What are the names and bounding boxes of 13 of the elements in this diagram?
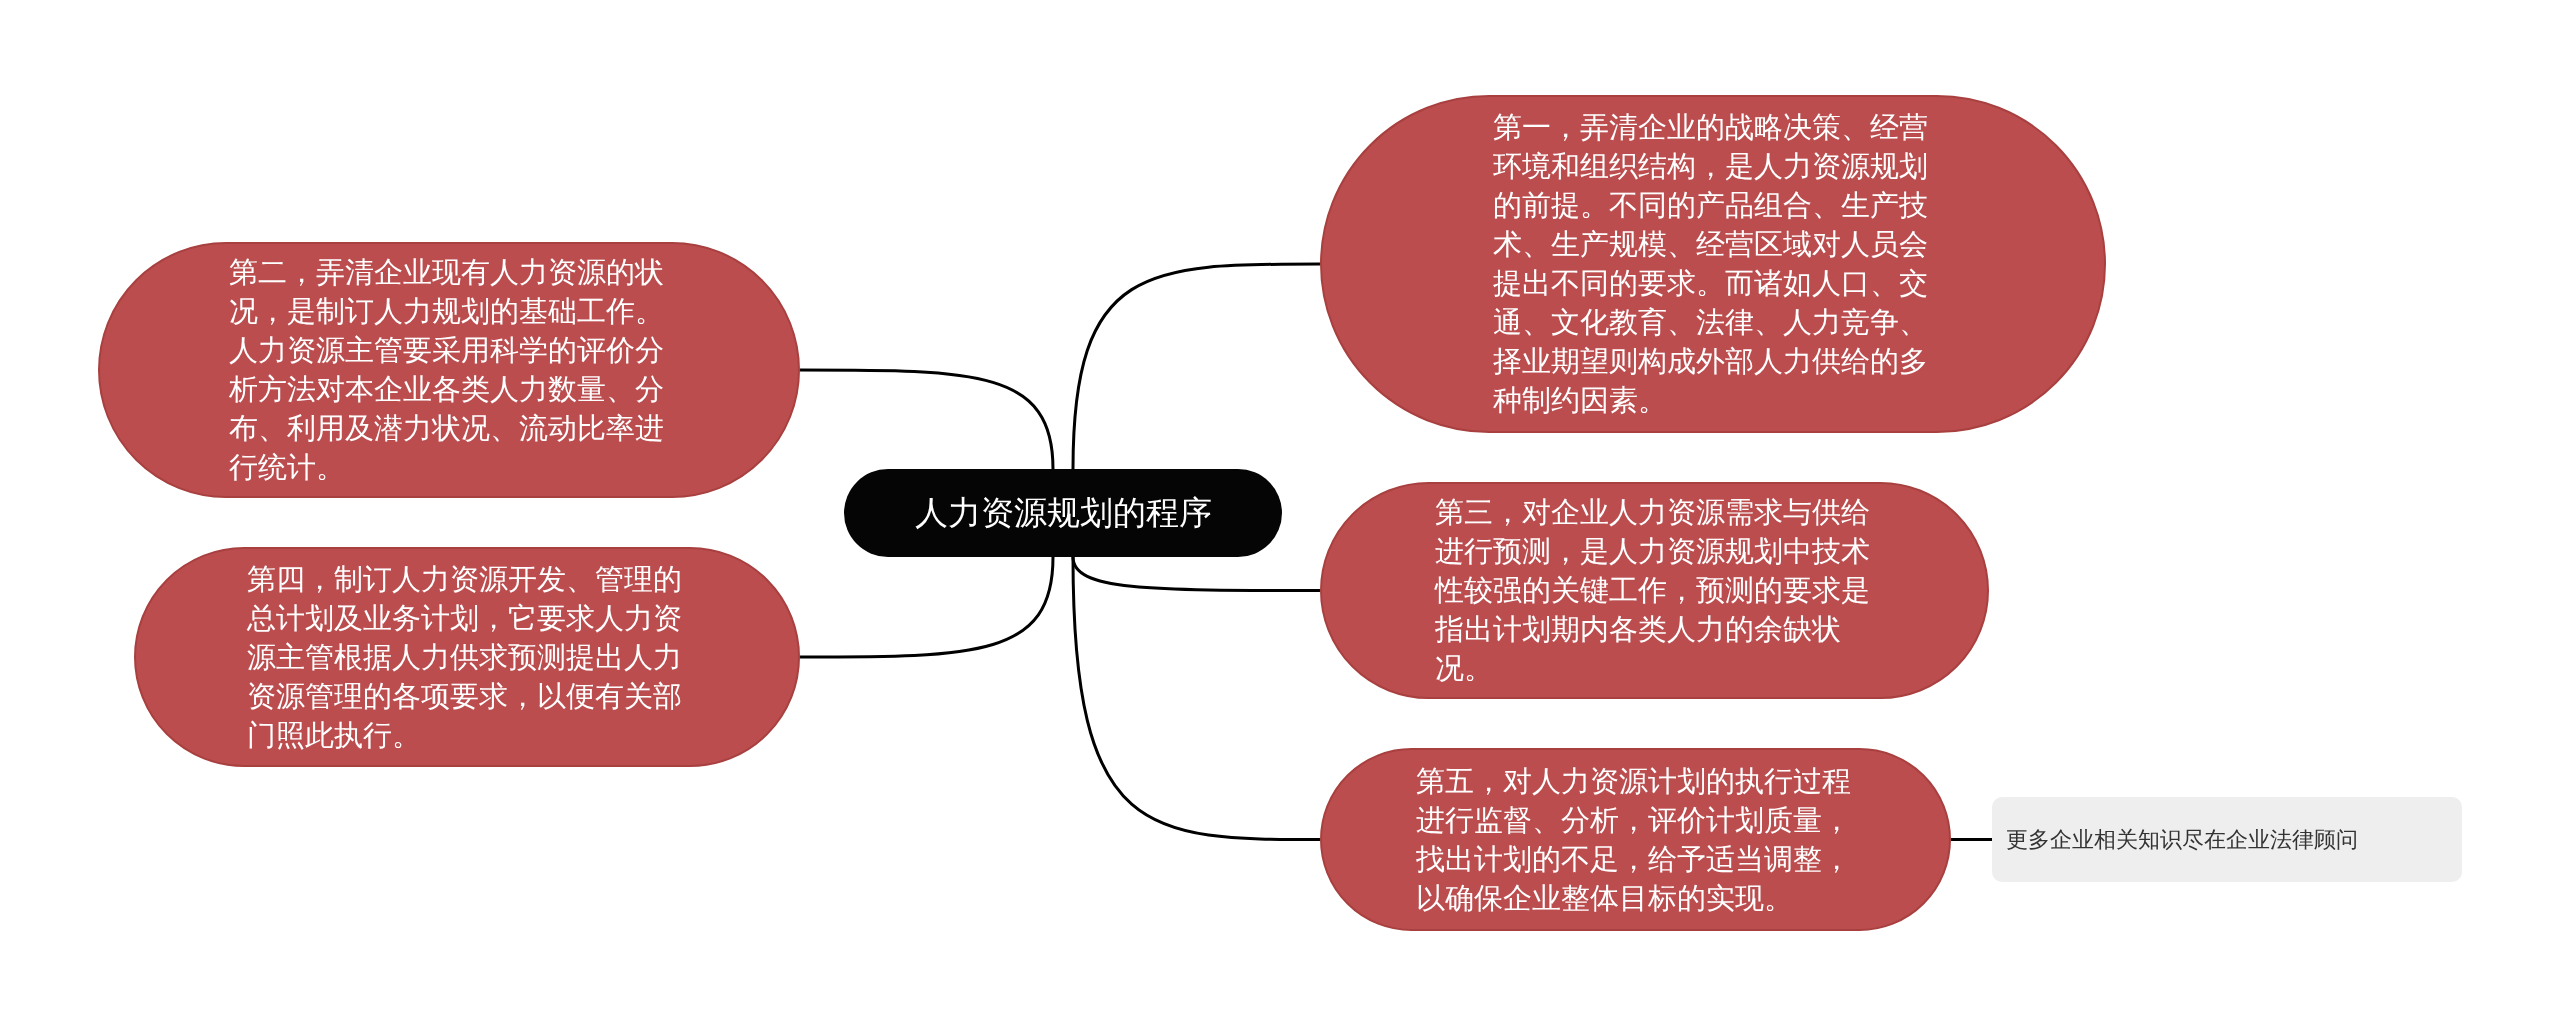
- topic-title: 人力资源规划的程序: [914, 491, 1212, 534]
- connector-line: [800, 556, 1055, 659]
- connector-line: [1071, 556, 1320, 841]
- topic-text: 第一，弄清企业的战略决策、经营环境和组织结构，是人力资源规划的前提。不同的产品组合、生产技术、生产规模、经营区域对人员会提出不同的要求。而诸如人口、交通、文化教育、法律、人力竞争、择业期望则构成外部人力供给的多种制约因素。: [1493, 109, 1929, 419]
- topic-text: 第三，对企业人力资源需求与供给进行预测，是人力资源规划中技术性较强的关键工作，预测的要求是指出计划期内各类人力的余缺状况。: [1434, 494, 1871, 687]
- topic-text: 第二，弄清企业现有人力资源的状况，是制订人力规划的基础工作。人力资源主管要采用科学的评价分析方法对本企业各类人力数量、分布、利用及潜力状况、流动比率进行统计。: [229, 254, 665, 486]
- connector-line: [1071, 262, 1320, 470]
- note-card: [1992, 797, 2462, 882]
- topic-text: 第五，对人力资源计划的执行过程进行监督、分析，评价计划质量，找出计划的不足，给予适当调整，以确保企业整体目标的实现。: [1415, 762, 1852, 917]
- topic-text: 第四，制订人力资源开发、管理的总计划及业务计划，它要求人力资源主管根据人力供求预测提出人力资源管理的各项要求，以便有关部门照此执行。: [247, 560, 683, 754]
- connector-line: [800, 368, 1055, 470]
- topic-text: 更多企业相关知识尽在企业法律顾问: [2006, 825, 2359, 854]
- connector-line: [1951, 838, 1992, 841]
